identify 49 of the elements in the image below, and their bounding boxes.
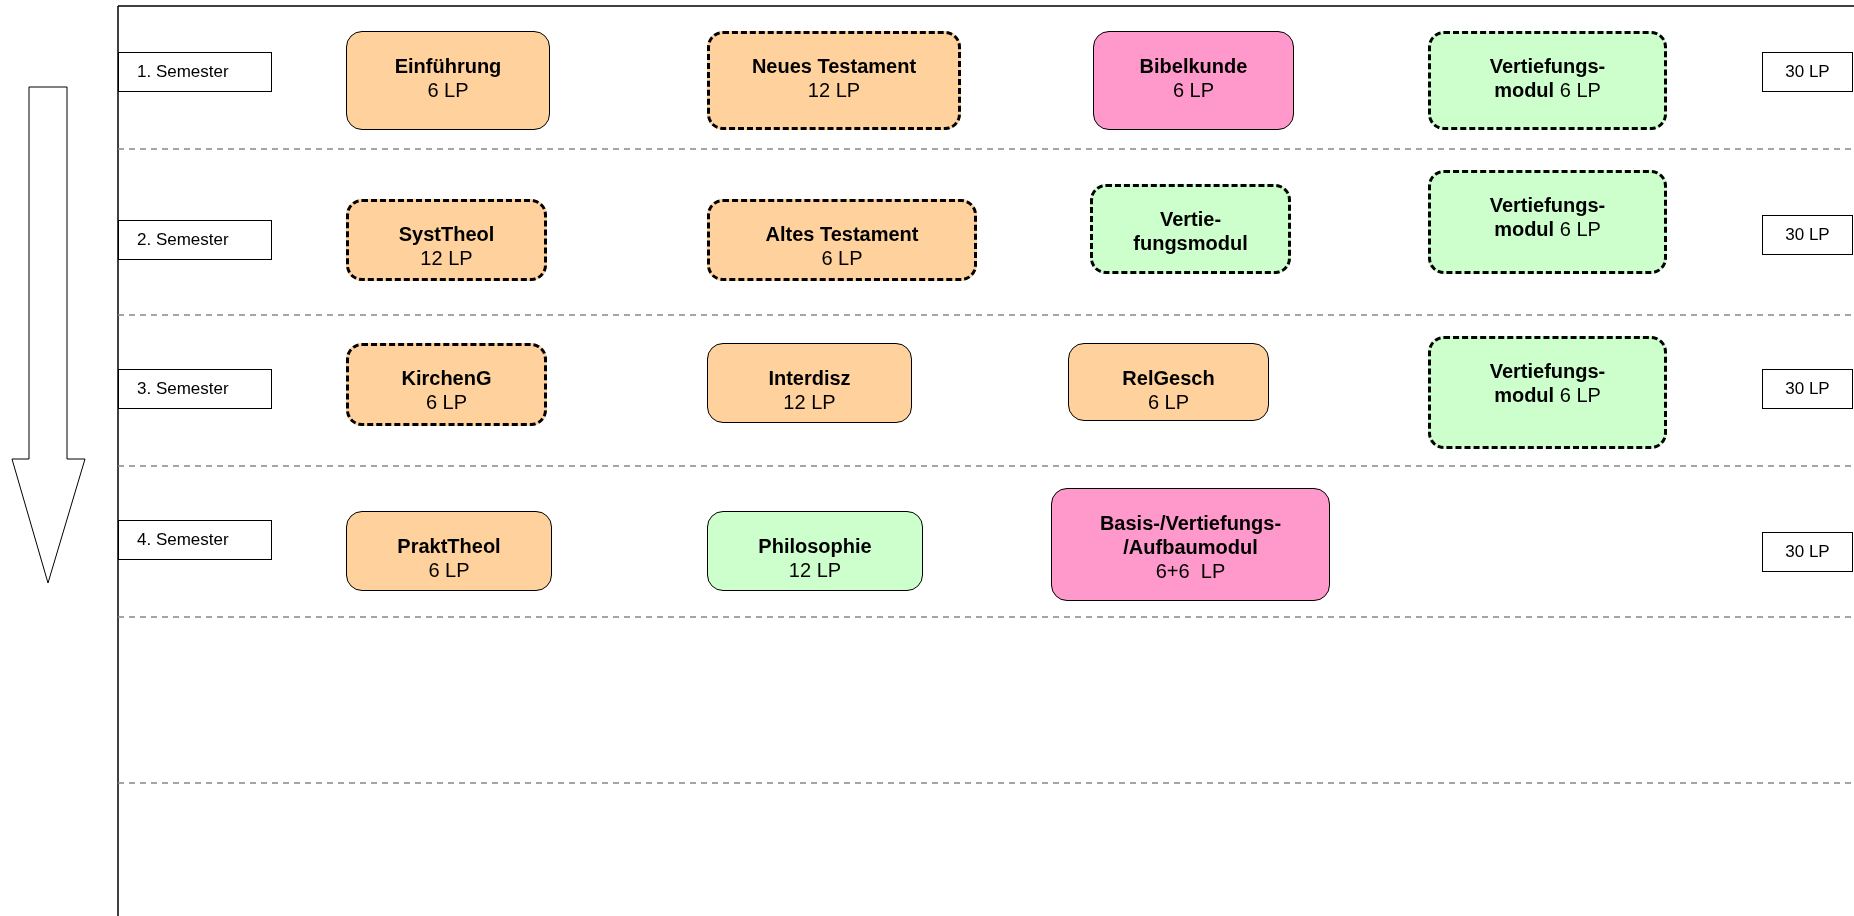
module-name: Altes Testament: [765, 222, 919, 246]
credit-points: 6+6 LP: [1155, 559, 1226, 583]
module-name: Basis-/Vertiefungs- /Aufbaumodul: [1098, 511, 1283, 559]
credit-total-box: 30 LP: [1762, 52, 1853, 92]
credit-points: 12 LP: [420, 246, 473, 270]
module-name: Vertie- fungsmodul: [1132, 207, 1249, 255]
credit-points: 12 LP: [807, 78, 861, 102]
credit-points: 6 LP: [1147, 390, 1190, 414]
module-name: PraktTheol: [397, 534, 501, 558]
module-box: [1428, 170, 1667, 274]
module-box: [707, 199, 977, 281]
module-box: [1428, 336, 1667, 449]
module-name: KirchenG: [401, 366, 492, 390]
module-box: [346, 343, 547, 426]
module-name: Interdisz: [768, 366, 851, 390]
semester-label: 2. Semester: [118, 220, 272, 260]
module-box: [1093, 31, 1294, 130]
module-box: [346, 199, 547, 281]
semester-label: 3. Semester: [118, 369, 272, 409]
credit-points: 6 LP: [425, 390, 468, 414]
module-box: [1068, 343, 1269, 421]
module-name: Einführung: [394, 54, 502, 78]
credit-points: 6 LP: [821, 246, 863, 270]
module-name: Bibelkunde: [1139, 54, 1248, 78]
credit-points: 6 LP: [427, 78, 469, 102]
module-name: Neues Testament: [751, 54, 917, 78]
semester-label: 1. Semester: [118, 52, 272, 92]
module-name: Vertiefungs- modul 6 LP: [1488, 359, 1607, 407]
semester-label: 4. Semester: [118, 520, 272, 560]
module-box: [707, 31, 961, 130]
module-box: [707, 343, 912, 423]
credit-points: 6 LP: [1172, 78, 1215, 102]
module-box: [1090, 184, 1291, 274]
module-box: [707, 511, 923, 591]
module-box: [346, 31, 550, 130]
module-name: Vertiefungs- modul 6 LP: [1488, 193, 1607, 241]
credit-total-box: 30 LP: [1762, 215, 1853, 255]
credit-total-box: 30 LP: [1762, 532, 1853, 572]
module-name: Vertiefungs- modul 6 LP: [1488, 54, 1607, 102]
credit-points: 12 LP: [783, 390, 836, 414]
credit-points: 12 LP: [788, 558, 842, 582]
module-name: SystTheol: [398, 222, 495, 246]
module-box: [346, 511, 552, 591]
credit-total-box: 30 LP: [1762, 369, 1853, 409]
module-name: Philosophie: [758, 534, 872, 558]
module-box: [1051, 488, 1330, 601]
module-box: [1428, 31, 1667, 130]
credit-points: 6 LP: [428, 558, 470, 582]
module-name: RelGesch: [1122, 366, 1215, 390]
